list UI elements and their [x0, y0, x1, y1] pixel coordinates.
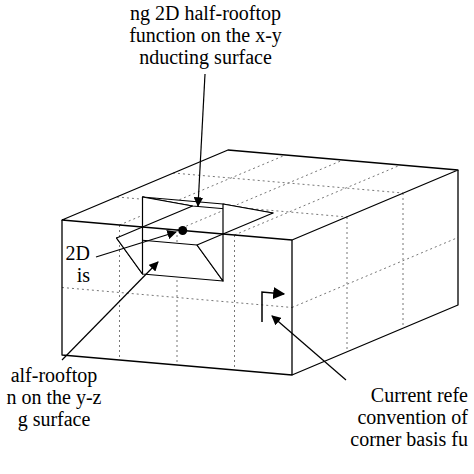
annotation-label: ng 2D half-rooftop function on the x-y n…	[118, 2, 293, 68]
box-outline	[62, 150, 458, 375]
annotation-label: 2D is	[58, 242, 90, 286]
grid-lines	[62, 155, 458, 370]
rooftop-xy	[143, 197, 274, 234]
corner-dot	[178, 226, 187, 235]
annotation-label: alf-rooftop n on the y-z g surface	[4, 364, 104, 430]
annotation-label: Current refe convention of corner basis …	[336, 384, 468, 450]
leader-lines	[62, 74, 346, 380]
rooftop-yz	[117, 227, 224, 281]
